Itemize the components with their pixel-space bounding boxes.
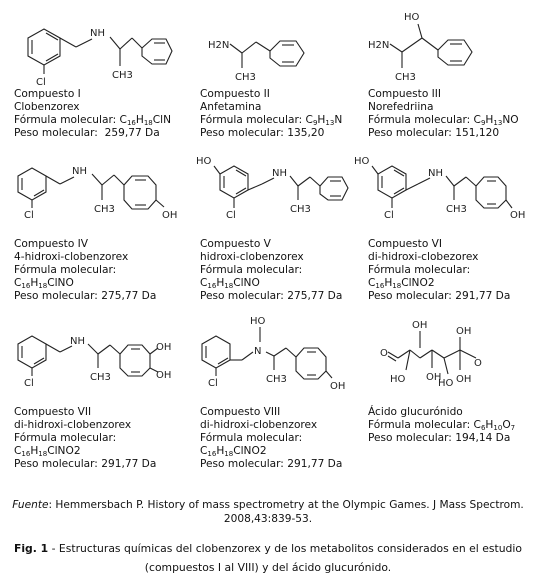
structure-compound-1: Cl NH CH3 [14, 6, 174, 88]
compound-1-caption: Compuesto I Clobenzorex Fórmula molecula… [14, 88, 172, 139]
svg-text:Cl: Cl [226, 210, 236, 221]
svg-text:H2N: H2N [368, 40, 389, 51]
source-text: : Hemmersbach P. History of mass spectro… [48, 499, 524, 525]
svg-text:OH: OH [156, 370, 171, 381]
structure-compound-7: Cl NH CH3 OH OH [14, 320, 184, 402]
svg-text:H2N: H2N [208, 40, 229, 51]
svg-text:HO: HO [390, 374, 406, 385]
svg-text:CH3: CH3 [290, 204, 311, 215]
compound-8-caption: Compuesto VIII di-hidroxi-clobenzorex Fó… [200, 406, 343, 470]
svg-text:CH3: CH3 [94, 204, 115, 215]
svg-text:OH: OH [510, 210, 525, 221]
figure-source: Fuente: Hemmersbach P. History of mass s… [0, 498, 536, 526]
svg-text:CH3: CH3 [446, 204, 467, 215]
structure-compound-2: H2N CH3 [200, 6, 330, 88]
svg-text:CH3: CH3 [235, 72, 256, 83]
structure-compound-3: HO H2N CH3 [362, 6, 512, 88]
figure-caption: Fig. 1 - Estructuras químicas del cloben… [8, 539, 528, 577]
compound-3-caption: Compuesto III Norefedriina Fórmula molec… [368, 88, 519, 139]
svg-text:O: O [474, 358, 482, 369]
svg-text:OH: OH [426, 372, 441, 383]
svg-text:Cl: Cl [36, 77, 46, 88]
svg-text:HO: HO [404, 12, 420, 23]
structure-compound-4: Cl NH CH3 OH [14, 152, 184, 234]
svg-text:CH3: CH3 [266, 374, 287, 385]
glucuronic-acid-caption: Ácido glucurónido Fórmula molecular: C6H… [368, 406, 516, 444]
svg-text:CH3: CH3 [112, 70, 133, 81]
caption-text: - Estructuras químicas del clobenzorex y… [48, 542, 523, 574]
source-label: Fuente [12, 499, 49, 511]
svg-text:NH: NH [428, 168, 443, 179]
svg-text:NH: NH [70, 336, 85, 347]
svg-text:OH: OH [456, 326, 471, 337]
svg-text:HO: HO [354, 156, 370, 167]
svg-text:Cl: Cl [24, 378, 34, 389]
compound-4-caption: Compuesto IV 4-hidroxi-clobenzorex Fórmu… [14, 238, 157, 302]
svg-text:OH: OH [412, 320, 427, 331]
svg-text:Cl: Cl [384, 210, 394, 221]
svg-text:HO: HO [438, 378, 454, 389]
svg-text:O: O [380, 348, 388, 359]
svg-text:NH: NH [272, 168, 287, 179]
svg-text:OH: OH [330, 381, 345, 392]
svg-text:N: N [254, 346, 261, 357]
svg-text:OH: OH [162, 210, 177, 221]
compound-7-caption: Compuesto VII di-hidroxi-clobenzorex Fór… [14, 406, 157, 470]
caption-label: Fig. 1 [13, 542, 49, 555]
structure-glucuronic-acid: OH OH O O HO OH HO OH [376, 318, 486, 402]
svg-text:NH: NH [72, 166, 87, 177]
compound-5-caption: Compuesto V hidroxi-clobenzorex Fórmula … [200, 238, 343, 302]
svg-text:Cl: Cl [208, 378, 218, 389]
svg-text:OH: OH [456, 374, 471, 385]
structure-compound-5: HO Cl NH CH3 [196, 152, 356, 234]
svg-text:OH: OH [156, 342, 171, 353]
svg-text:HO: HO [250, 316, 266, 327]
svg-text:Cl: Cl [24, 210, 34, 221]
svg-text:HO: HO [196, 156, 212, 167]
compound-2-caption: Compuesto II Anfetamina Fórmula molecula… [200, 88, 343, 139]
compound-6-caption: Compuesto VI di-hidroxi-clobezorex Fórmu… [368, 238, 511, 302]
svg-text:CH3: CH3 [90, 372, 111, 383]
svg-text:NH: NH [90, 28, 105, 39]
structure-compound-8: HO N Cl CH3 OH [198, 312, 358, 402]
svg-text:CH3: CH3 [395, 72, 416, 83]
structure-compound-6: HO Cl NH CH3 OH [354, 152, 530, 234]
